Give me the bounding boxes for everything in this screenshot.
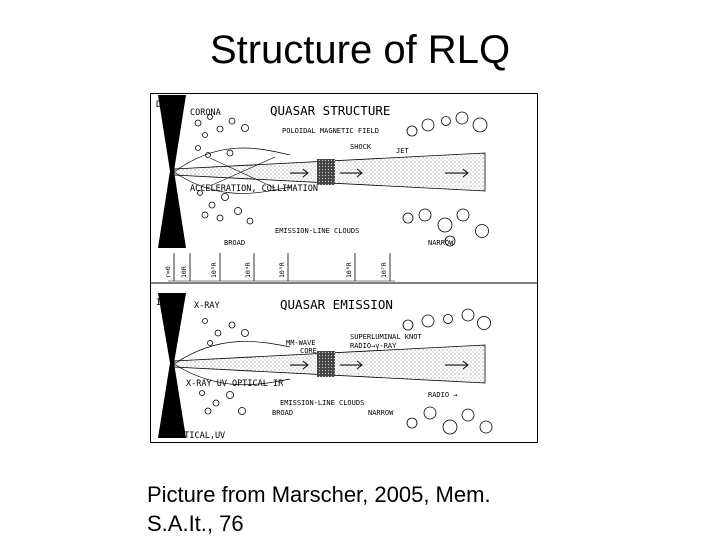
shock-region	[317, 159, 335, 185]
quasar-figure: DISK CORONA QUASAR STRUCTURE POLOIDAL MA…	[150, 93, 538, 443]
jet-arrows	[290, 168, 469, 178]
label-broad: BROAD	[224, 239, 245, 247]
label-acceleration: ACCELERATION, COLLIMATION	[190, 184, 318, 194]
label-xray-uv: X-RAY UV OPTICAL IR	[186, 379, 284, 389]
label-jet: JET	[396, 147, 409, 155]
tick-label: 10⁵R	[278, 262, 286, 278]
label-radio-gamma: RADIO→γ-RAY	[350, 342, 397, 350]
tick-label: 10⁷R	[380, 262, 388, 278]
label-optical-uv: OPTICAL,UV	[174, 431, 225, 441]
emission-clouds	[199, 308, 493, 435]
tick-label: 10⁴R	[244, 262, 252, 278]
label-superluminal: SUPERLUMINAL KNOT	[350, 333, 422, 341]
field-line	[173, 171, 291, 194]
label-core: CORE	[300, 347, 317, 355]
field-line	[209, 156, 276, 187]
label-narrow: NARROW	[368, 409, 394, 417]
label-emission-clouds: EMISSION-LINE CLOUDS	[280, 399, 364, 407]
disk-shape	[158, 293, 186, 438]
label-emission-clouds: EMISSION-LINE CLOUDS	[275, 227, 359, 235]
field-line	[209, 157, 276, 189]
label-shock: SHOCK	[350, 143, 372, 151]
disk-shape	[158, 95, 186, 248]
tick-label: 10R	[180, 266, 188, 278]
slide-title: Structure of RLQ	[209, 28, 511, 72]
label-xray: X-RAY	[194, 301, 220, 311]
field-line	[173, 341, 291, 365]
field-line	[173, 363, 291, 386]
label-corona: CORONA	[190, 108, 221, 118]
label-ir: IR	[156, 298, 167, 308]
emission-panel: IR X-RAY QUASAR EMISSION MM-WAVE CORE SU…	[156, 293, 493, 441]
emission-heading: QUASAR EMISSION	[280, 297, 393, 312]
caption-line-2: S.A.It., 76	[147, 511, 244, 536]
label-poloidal-field: POLOIDAL MAGNETIC FIELD	[282, 127, 379, 135]
field-line	[173, 147, 291, 173]
label-disk: DISK	[156, 100, 177, 110]
tick-label: r=0	[164, 266, 172, 278]
core-region	[317, 351, 335, 377]
label-radio: RADIO →	[428, 391, 458, 399]
structure-panel: DISK CORONA QUASAR STRUCTURE POLOIDAL MA…	[156, 95, 489, 282]
jet-arrows	[290, 360, 469, 370]
tick-label: 10⁶R	[345, 262, 353, 278]
structure-heading: QUASAR STRUCTURE	[270, 103, 390, 118]
label-narrow: NARROW	[428, 239, 454, 247]
tick-label: 10³R	[210, 262, 218, 278]
emission-clouds	[194, 111, 489, 247]
caption: Picture from Marscher, 2005, Mem. S.A.It…	[147, 480, 707, 538]
caption-line-1: Picture from Marscher, 2005, Mem.	[147, 482, 491, 507]
label-broad: BROAD	[272, 409, 293, 417]
figure-frame	[150, 93, 538, 443]
label-mmwave: MM-WAVE	[286, 339, 316, 347]
scale-ticks	[173, 253, 391, 281]
